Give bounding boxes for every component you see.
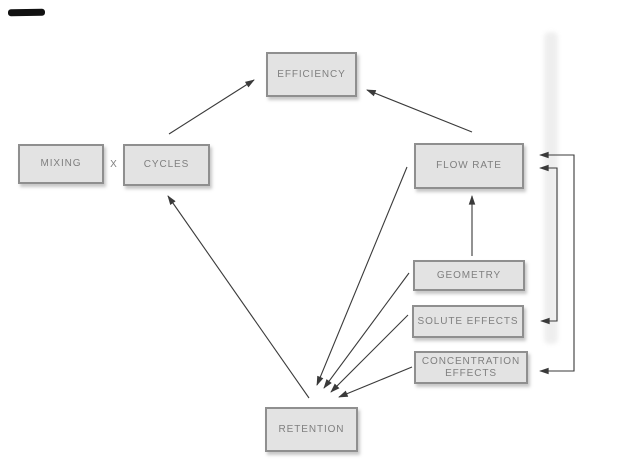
- node-geometry: GEOMETRY: [413, 260, 525, 291]
- edge-cycles-to-efficiency: [168, 79, 255, 135]
- node-label-solute-effects: SOLUTE EFFECTS: [417, 315, 519, 327]
- node-solute-effects: SOLUTE EFFECTS: [412, 305, 524, 338]
- node-mixing: MIXING: [18, 144, 104, 184]
- node-label-efficiency: EFFICIENCY: [277, 68, 346, 80]
- node-label-geometry: GEOMETRY: [436, 269, 502, 281]
- node-efficiency: EFFICIENCY: [266, 52, 357, 97]
- node-label-mixing: MIXING: [40, 158, 82, 169]
- node-retention: RETENTION: [265, 407, 358, 452]
- multiplication-operator: X: [110, 159, 117, 170]
- edge-concentration-effects-to-retention: [338, 366, 413, 398]
- edge-flow-rate-to-retention: [316, 166, 408, 386]
- edge-flow-rate-solute-effects-link: [539, 164, 558, 325]
- edge-solute-effects-to-retention: [330, 314, 409, 393]
- node-flow-rate: FLOW RATE: [414, 143, 524, 189]
- edge-geometry-to-retention: [323, 272, 410, 389]
- node-label-concentration-effects: CONCENTRATION EFFECTS: [421, 355, 521, 379]
- node-label-flow-rate: FLOW RATE: [436, 160, 502, 171]
- edge-flow-rate-to-efficiency: [366, 89, 473, 133]
- edge-flow-rate-concentration-effects-link: [539, 151, 575, 375]
- node-concentration-effects: CONCENTRATION EFFECTS: [414, 351, 528, 384]
- node-label-retention: RETENTION: [278, 423, 345, 435]
- node-cycles: CYCLES: [123, 144, 210, 186]
- node-label-cycles: CYCLES: [143, 159, 190, 170]
- edge-retention-to-cycles: [167, 195, 310, 399]
